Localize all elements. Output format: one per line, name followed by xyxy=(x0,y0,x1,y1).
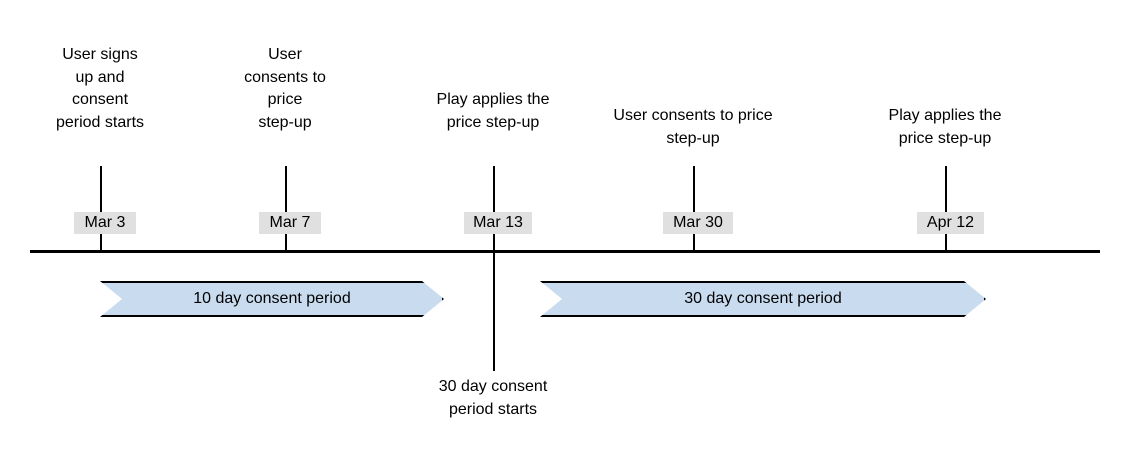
event-date-badge-signup: Mar 3 xyxy=(74,212,136,234)
timeline-axis xyxy=(30,250,1100,253)
event-label-play-applies-2: Play applies the price step-up xyxy=(888,107,1002,147)
event-date-badge-play-applies-2: Apr 12 xyxy=(917,212,984,234)
annotation-drop-line-thirty-day-start xyxy=(493,250,495,371)
event-label-user-consents-1: User consents to price step-up xyxy=(244,46,326,132)
consent-period-bar-ten-day: 10 day consent period xyxy=(100,281,444,317)
event-tick-play-applies-1 xyxy=(493,166,495,250)
event-label-user-consents-2: User consents to price step-up xyxy=(613,107,773,147)
annotation-label-thirty-day-start: 30 day consent period starts xyxy=(438,378,548,418)
event-tick-signup xyxy=(100,166,102,250)
event-tick-user-consents-2 xyxy=(693,166,695,250)
consent-period-label-ten-day: 10 day consent period xyxy=(193,290,351,307)
event-date-badge-user-consents-2: Mar 30 xyxy=(663,212,733,234)
consent-period-bar-thirty-day: 30 day consent period xyxy=(540,281,986,317)
event-tick-user-consents-1 xyxy=(285,166,287,250)
event-date-badge-user-consents-1: Mar 7 xyxy=(259,212,321,234)
event-label-signup: User signs up and consent period starts xyxy=(55,46,145,132)
event-tick-play-applies-2 xyxy=(945,166,947,250)
event-label-play-applies-1: Play applies the price step-up xyxy=(436,91,550,131)
consent-period-label-thirty-day: 30 day consent period xyxy=(684,290,842,307)
event-date-badge-play-applies-1: Mar 13 xyxy=(464,212,532,234)
